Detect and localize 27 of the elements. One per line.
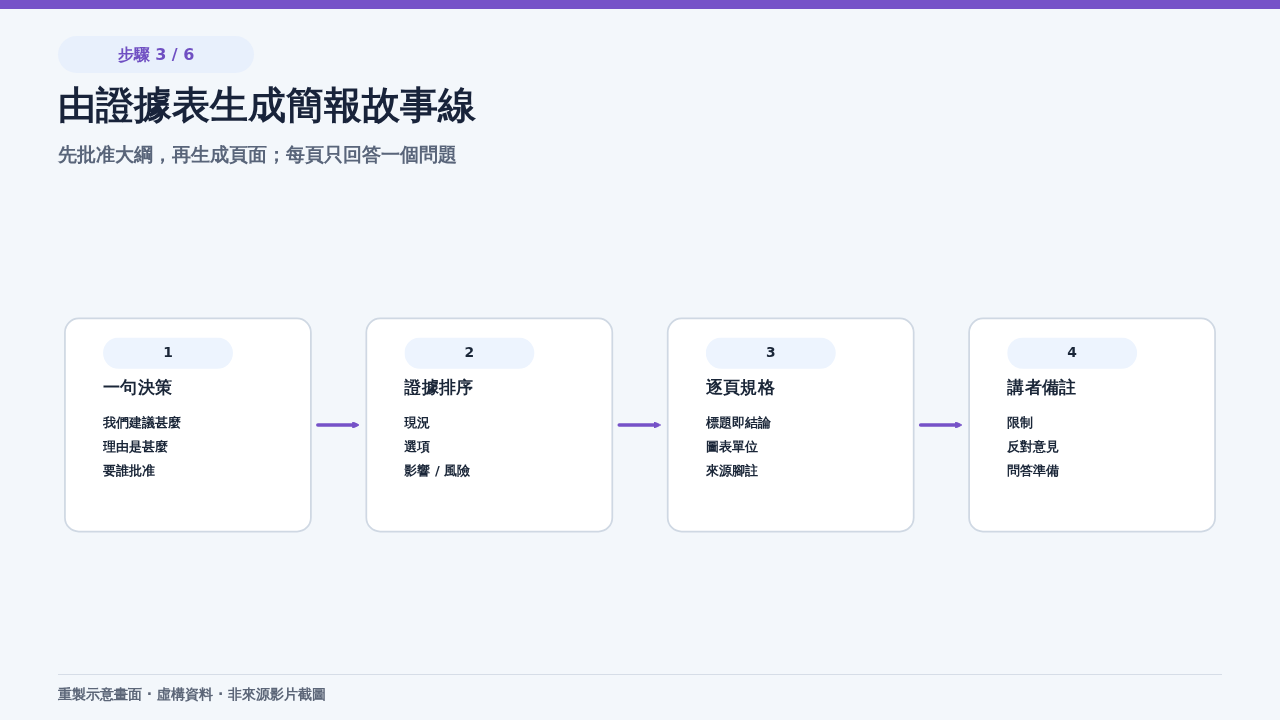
title: 由證據表生成簡報故事線 — [58, 82, 476, 129]
list-item: 理由是甚麼 — [103, 437, 168, 457]
list-item: 限制 — [1007, 413, 1034, 433]
card-heading: 逐頁規格 — [705, 375, 776, 400]
subtitle: 先批准大綱，再生成頁面；每頁只回答一個問題 — [58, 142, 457, 167]
step-badge: 步驟 3 / 6 — [58, 36, 254, 73]
list-item: 選項 — [404, 437, 431, 457]
list-item: 我們建議甚麼 — [103, 413, 181, 433]
list-item: 現況 — [404, 413, 431, 433]
step-number: 1 — [103, 337, 233, 369]
step-number: 4 — [1007, 337, 1138, 369]
step-number: 3 — [705, 337, 836, 369]
list-item: 問答準備 — [1007, 462, 1060, 481]
arrow — [918, 421, 963, 429]
list-item: 影響 / 風險 — [404, 462, 471, 481]
list-item: 來源腳註 — [705, 462, 758, 481]
list-item: 反對意見 — [1007, 437, 1060, 457]
card-heading: 講者備註 — [1007, 375, 1077, 400]
footer-note: 重製示意畫面 · 虛構資料 · 非來源影片截圖 — [58, 686, 327, 704]
list-item: 圖表單位 — [705, 437, 758, 457]
card-heading: 證據排序 — [404, 375, 474, 400]
arrow — [617, 421, 662, 429]
arrow — [316, 421, 360, 429]
card-heading: 一句決策 — [103, 375, 173, 400]
list-item: 標題即結論 — [705, 413, 771, 433]
list-item: 要誰批准 — [103, 462, 155, 481]
step-number: 2 — [404, 337, 535, 369]
